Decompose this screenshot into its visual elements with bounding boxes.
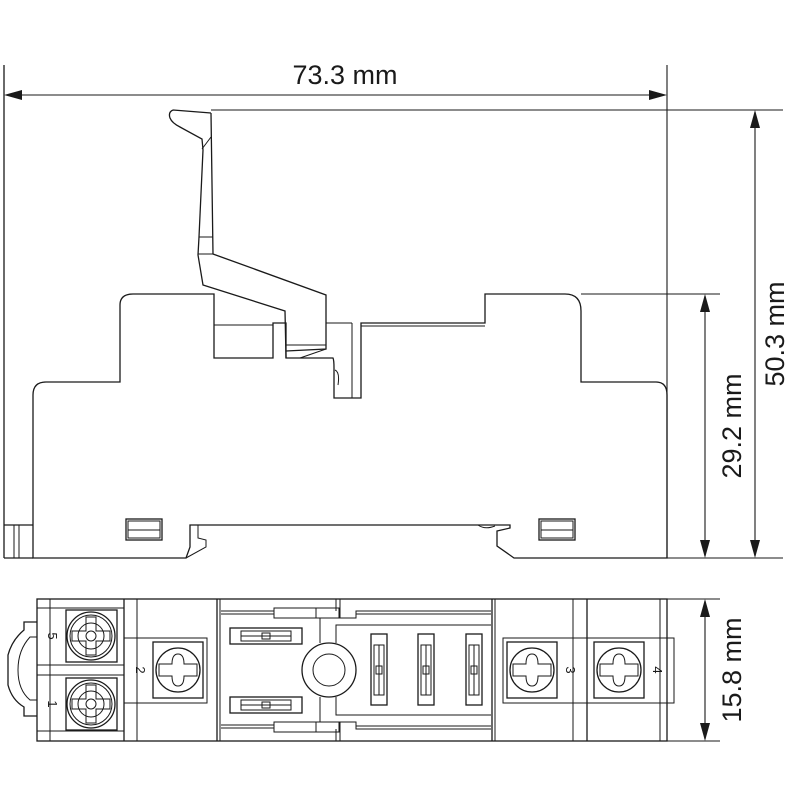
switch-contact-middle	[417, 633, 435, 706]
terminal-4-label: 4	[650, 666, 665, 673]
dimension-depth: 15.8 mm	[667, 598, 747, 742]
dimension-width: 73.3 mm	[4, 60, 668, 558]
top-view-outline	[36, 598, 668, 742]
body-height-label: 29.2 mm	[717, 373, 747, 478]
terminal-2: 2	[123, 637, 208, 704]
terminal-3-label: 3	[563, 666, 578, 673]
terminal-1: 1	[45, 677, 118, 731]
terminal-4: 4	[593, 641, 665, 699]
center-hole	[301, 642, 357, 698]
terminal-2-label: 2	[133, 666, 148, 673]
switch-contact-right	[465, 633, 483, 706]
dimension-body-height: 29.2 mm	[581, 293, 747, 558]
top-view: 5 1 2	[7, 598, 675, 742]
dimension-total-height: 50.3 mm	[211, 109, 790, 559]
terminal-1-label: 1	[45, 700, 60, 707]
total-height-label: 50.3 mm	[760, 281, 790, 386]
coil-contact-bottom	[229, 696, 303, 714]
coil-contact-top	[229, 627, 303, 645]
mounting-slot-left	[125, 518, 163, 541]
side-view	[3, 65, 668, 559]
socket-body-outline	[32, 293, 668, 559]
depth-label: 15.8 mm	[717, 617, 747, 722]
width-label: 73.3 mm	[292, 60, 397, 90]
retaining-clip	[168, 109, 327, 359]
mounting-slot-right	[538, 518, 576, 541]
switch-contact-left	[370, 633, 388, 706]
terminal-5-label: 5	[45, 632, 60, 639]
terminal-3: 3	[506, 641, 578, 699]
terminal-5: 5	[45, 609, 118, 663]
